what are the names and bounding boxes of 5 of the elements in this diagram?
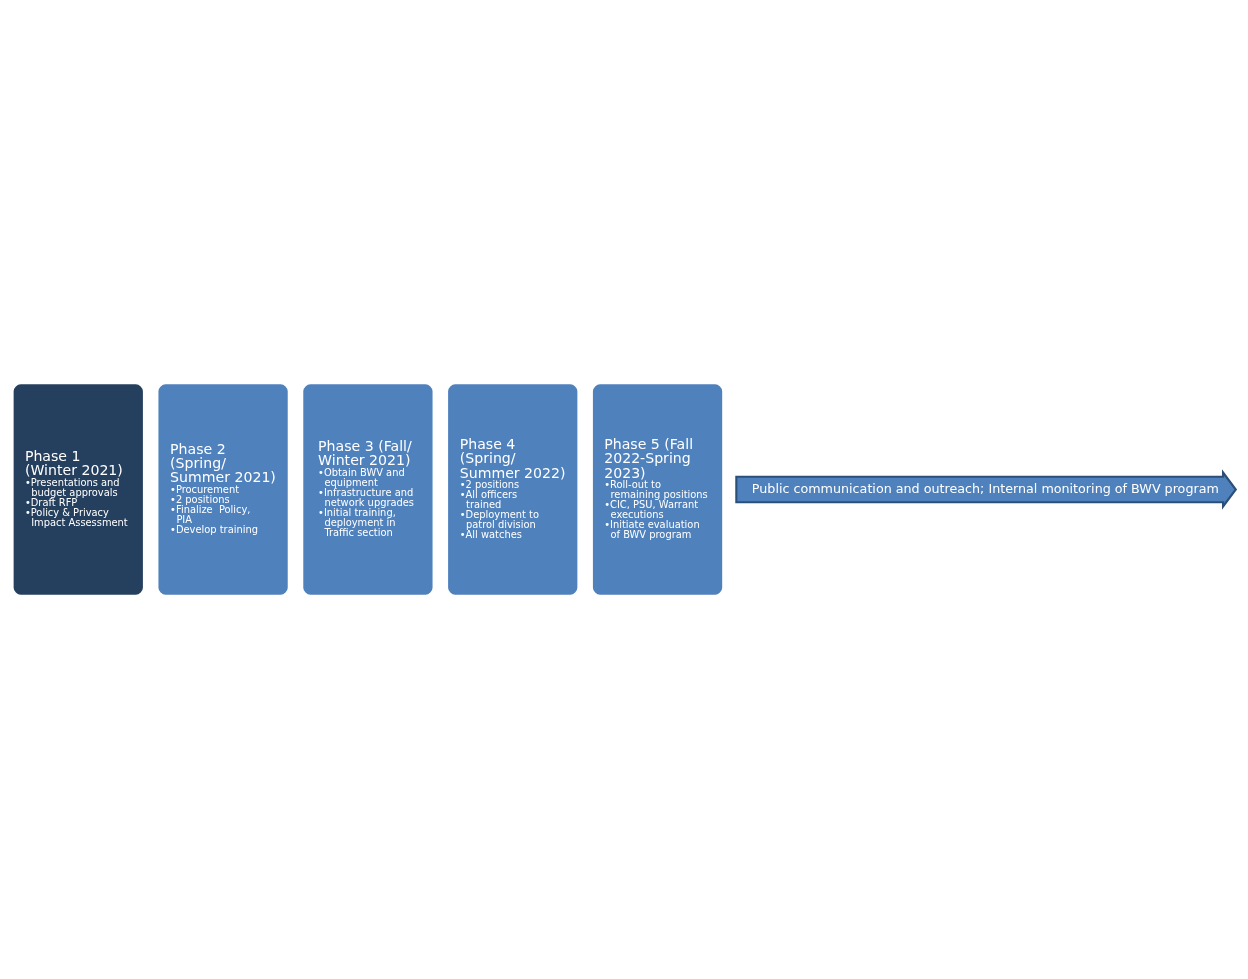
node-box: Phase 1 (Winter 2021) •Presentations and budget approvals •Draft RFP •Policy & Privacy Impact Assessment	[10, 381, 146, 598]
node-box: Phase 3 (Fall/ Winter 2021) •Obtain BWV and equipment •Infrastructure and network upgrades •Initial training, deployment in Traffic section	[300, 381, 436, 598]
node-box: Phase 4 (Spring/ Summer 2022) •2 positions •All officers trained •Deployment to patrol division •All watches	[445, 381, 581, 598]
node-box: Phase 2 (Spring/ Summer 2021) •Procurement •2 positions •Finalize Policy, PIA •Develop training	[155, 381, 291, 598]
node-box: Phase 5 (Fall 2022-Spring 2023) •Roll-out to remaining positions •CIC, PSU, Warrant executions •Initiate evaluation of BWV program	[590, 381, 726, 598]
